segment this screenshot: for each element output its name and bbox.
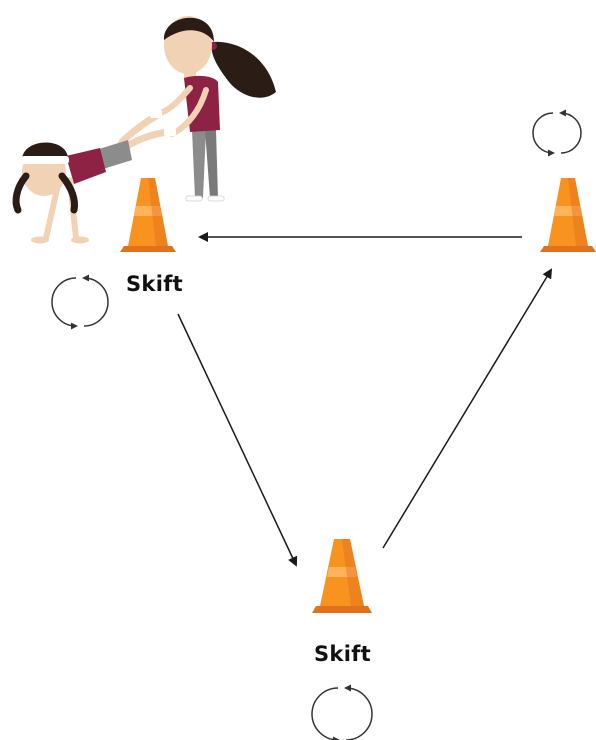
traffic-cone-icon bbox=[312, 539, 372, 613]
rotate-arrows-icon bbox=[311, 684, 373, 740]
rotate-arrows-icon bbox=[51, 274, 109, 330]
wheelbarrow-walk-illustration bbox=[12, 16, 276, 244]
cone-label-bottom: Skift bbox=[314, 642, 371, 666]
standing-child bbox=[151, 16, 276, 202]
arrow-left-to-bottom bbox=[177, 313, 298, 567]
arrow-bottom-to-right bbox=[382, 268, 553, 549]
cone-label-left: Skift bbox=[126, 272, 183, 296]
traffic-cone-icon bbox=[120, 178, 176, 252]
wheelbarrow-child bbox=[12, 110, 176, 244]
traffic-cone-icon bbox=[540, 178, 596, 252]
rotate-arrows-icon bbox=[532, 109, 582, 157]
